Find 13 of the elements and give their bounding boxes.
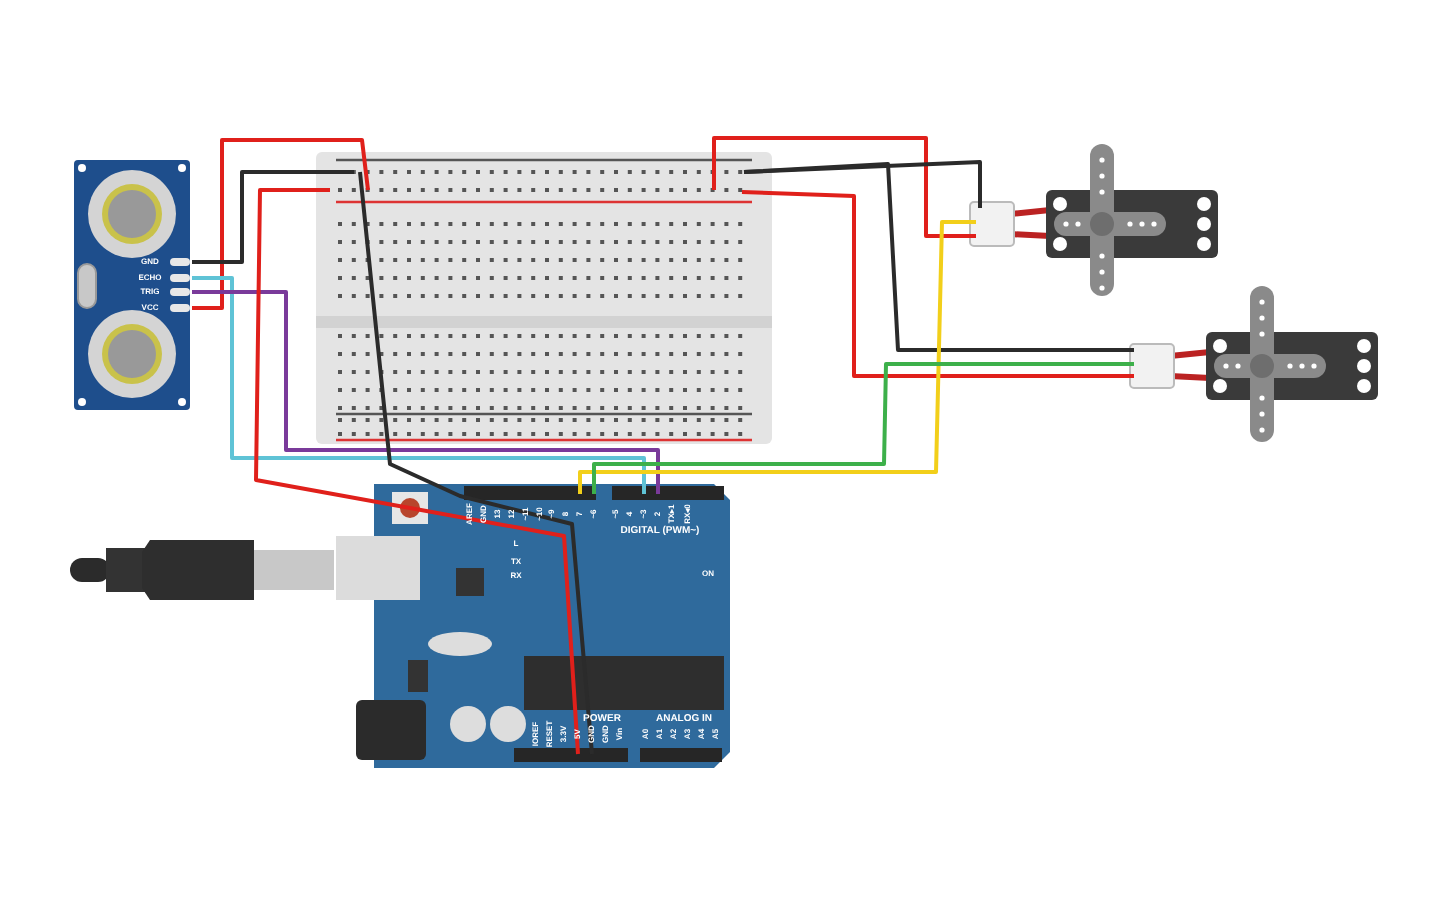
servo-motor-drawing (966, 144, 1222, 300)
wire (592, 362, 1134, 494)
breadboard-drawing (316, 152, 772, 444)
servo-motor-drawing (1126, 286, 1382, 446)
wire (254, 188, 580, 755)
wire (192, 138, 370, 310)
wire (743, 162, 1134, 352)
microcontroller-board-drawing (336, 480, 730, 772)
ultrasonic-sensor-drawing (74, 160, 190, 410)
wire (712, 136, 976, 238)
wire (192, 170, 354, 264)
wire (741, 190, 1134, 378)
wire (578, 220, 976, 494)
